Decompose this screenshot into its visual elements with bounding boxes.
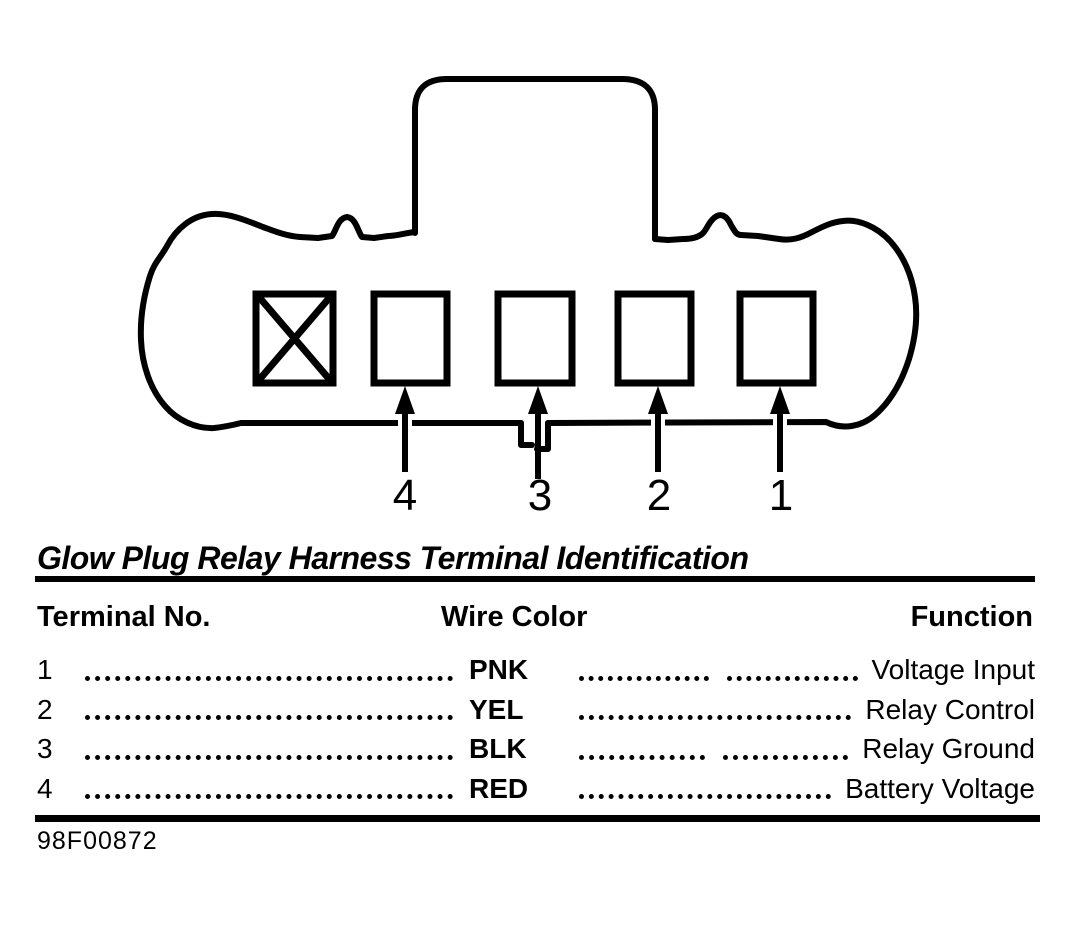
terminal-pointer-label-3: 3 xyxy=(528,471,552,520)
arrow-terminal-1 xyxy=(770,386,790,472)
dot-leader xyxy=(85,754,453,760)
terminal-pointer-label-1: 1 xyxy=(769,471,793,520)
figure-code: 98F00872 xyxy=(37,827,158,855)
dot-leader xyxy=(85,715,453,720)
terminal-pointer-label-4: 4 xyxy=(393,471,417,520)
dot-leader xyxy=(722,754,849,760)
column-header-wire-color: Wire Color xyxy=(441,601,588,633)
terminal-cavity-blocked xyxy=(252,290,337,387)
dot-leader xyxy=(85,794,453,799)
table-bottom-rule xyxy=(35,815,1040,822)
table-header-row: Terminal No. Wire Color Function xyxy=(37,601,1033,633)
terminal-cell: 4 xyxy=(37,772,53,804)
connector-diagram: 4 3 2 1 xyxy=(137,76,920,520)
terminal-cavity-1 xyxy=(736,290,817,387)
function-cell: Voltage Input xyxy=(871,654,1035,685)
title-rule xyxy=(35,576,1035,582)
terminal-cavity-2 xyxy=(614,290,695,387)
arrow-terminal-2 xyxy=(648,386,668,472)
dot-leader xyxy=(579,715,852,720)
connector-body-outline-right xyxy=(545,212,920,430)
wire-color-cell: PNK xyxy=(469,654,529,685)
dot-leader-group xyxy=(579,769,832,809)
arrow-terminal-3 xyxy=(528,386,548,479)
function-cell: Relay Control xyxy=(865,693,1035,725)
function-cell: Battery Voltage xyxy=(845,772,1035,804)
terminal-cell: 3 xyxy=(37,733,53,764)
terminal-cavity-3 xyxy=(494,290,576,387)
bottom-notch-left-leg xyxy=(518,420,535,448)
dot-leader xyxy=(579,794,832,799)
dot-leader-group xyxy=(579,650,858,690)
column-header-function: Function xyxy=(910,601,1033,633)
terminal-cavity-4 xyxy=(370,290,451,387)
connector-tower-outline xyxy=(412,76,658,242)
dot-leader xyxy=(85,675,453,681)
dot-leader-group xyxy=(579,690,852,730)
wire-color-cell: RED xyxy=(469,772,529,804)
terminal-cell: 1 xyxy=(37,654,53,685)
blocked-cavity-x-mark xyxy=(256,294,333,383)
figure-title: Glow Plug Relay Harness Terminal Identif… xyxy=(37,540,749,576)
connector-body-outline-left xyxy=(137,210,524,432)
table-row: 2 YEL Relay Control xyxy=(37,690,1035,730)
wire-color-cell: YEL xyxy=(469,693,524,725)
table-row: 4 RED Battery Voltage xyxy=(37,769,1035,809)
function-cell: Relay Ground xyxy=(862,733,1035,764)
arrow-terminal-4 xyxy=(395,386,415,472)
column-header-terminal-no: Terminal No. xyxy=(37,601,211,633)
dot-leader-group xyxy=(579,729,849,769)
wire-color-cell: BLK xyxy=(469,733,527,764)
terminal-table: 1 PNK Voltage Input 2 YEL Relay Control … xyxy=(37,650,1035,808)
dot-leader xyxy=(727,675,858,681)
table-row: 1 PNK Voltage Input xyxy=(37,650,1035,690)
table-row: 3 BLK Relay Ground xyxy=(37,729,1035,769)
terminal-pointer-label-2: 2 xyxy=(647,471,671,520)
dot-leader xyxy=(579,675,710,681)
terminal-cell: 2 xyxy=(37,693,53,725)
dot-leader xyxy=(579,754,705,760)
